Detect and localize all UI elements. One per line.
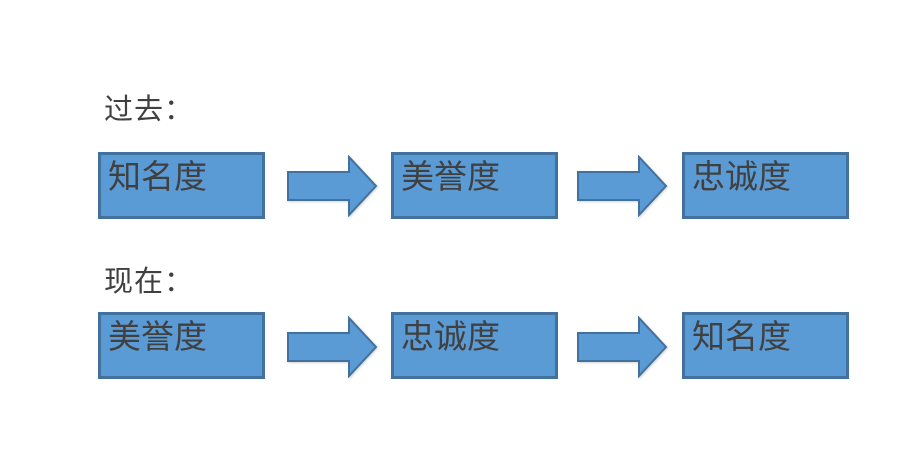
right-arrow-icon [577,316,668,378]
present-box-1-label: 美誉度 [108,318,207,355]
past-box-2-label: 美誉度 [401,158,500,195]
present-box-2: 忠诚度 [391,312,558,379]
past-box-1-label: 知名度 [108,158,207,195]
past-box-3-label: 忠诚度 [692,158,791,195]
right-arrow-icon [577,155,668,217]
present-box-2-label: 忠诚度 [401,318,500,355]
past-box-1: 知名度 [98,152,265,219]
present-box-3: 知名度 [682,312,849,379]
row-label-past: 过去： [104,94,195,126]
present-box-3-label: 知名度 [692,318,791,355]
present-box-1: 美誉度 [98,312,265,379]
right-arrow-icon [287,155,378,217]
past-box-2: 美誉度 [391,152,558,219]
row-label-present: 现在： [104,266,195,298]
past-box-3: 忠诚度 [682,152,849,219]
right-arrow-icon [287,316,378,378]
